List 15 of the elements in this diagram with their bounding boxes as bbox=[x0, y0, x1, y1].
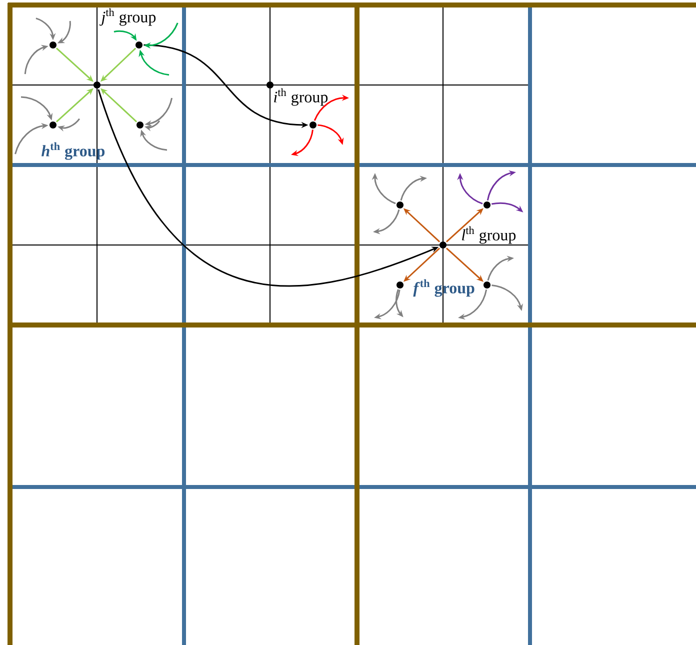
dot bbox=[396, 282, 404, 288]
group-label: i$^{th}$ group bbox=[274, 88, 328, 106]
dot bbox=[94, 82, 100, 88]
dot bbox=[484, 282, 490, 288]
group-label: j$^{th}$ group bbox=[100, 8, 156, 26]
dot bbox=[440, 242, 446, 248]
dot bbox=[136, 122, 144, 128]
group-label: l$^{th}$ group bbox=[462, 226, 516, 244]
dot bbox=[396, 202, 404, 208]
dot bbox=[50, 42, 56, 48]
dot bbox=[50, 122, 56, 128]
dot bbox=[484, 202, 490, 208]
dot bbox=[266, 82, 274, 88]
dot bbox=[136, 42, 142, 48]
dot bbox=[310, 122, 316, 128]
